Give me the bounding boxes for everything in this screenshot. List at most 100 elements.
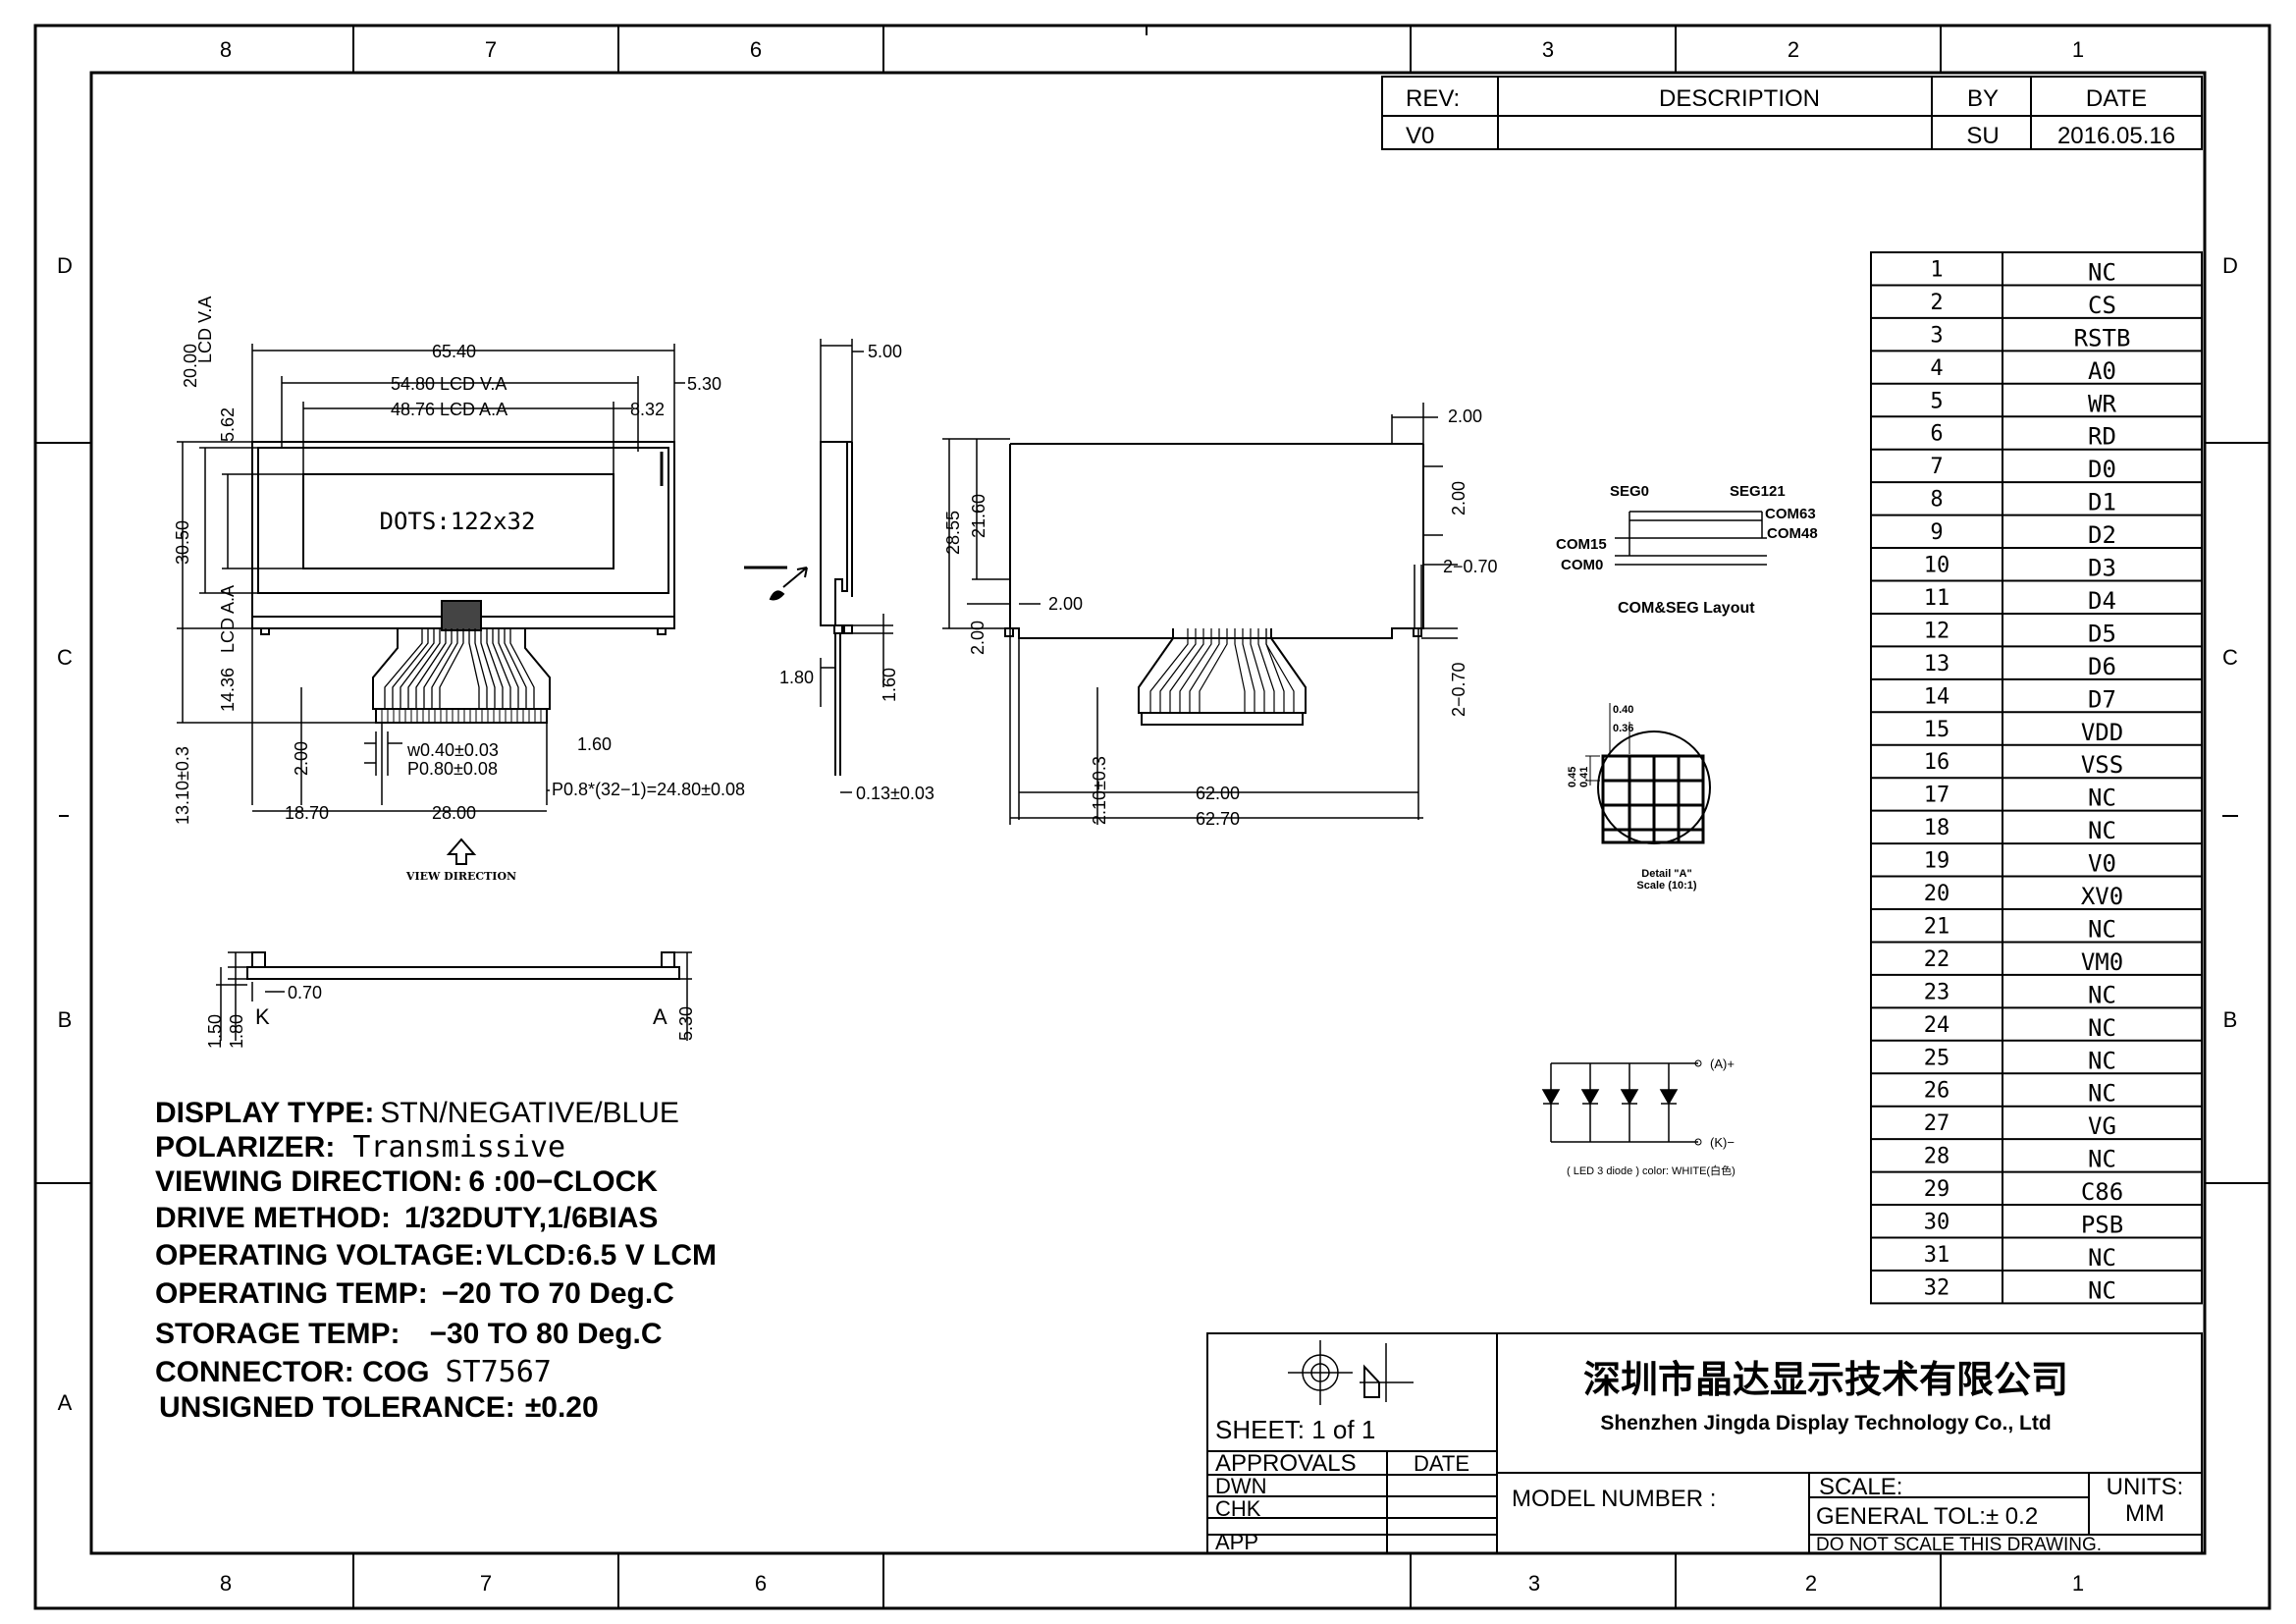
fpc-traces [384,628,535,709]
view-direction-arrow-icon [446,838,477,865]
pin-number: 23 [1924,980,1950,1004]
description-header: DESCRIPTION [1659,85,1820,112]
app-label: APP [1215,1530,1258,1554]
pin-number: 31 [1924,1243,1950,1268]
specifications: DISPLAY TYPE:STN/NEGATIVE/BLUE POLARIZER… [155,1097,717,1424]
dim-label: 62.00 [1196,784,1240,803]
dim-label: 0.40 [1613,704,1633,716]
approval-text: SHEET: 1 of 1 APPROVALS DATE DWN CHK APP [1215,1415,1469,1554]
approvals-label: APPROVALS [1215,1450,1357,1477]
dim-label: 5.00 [868,342,902,361]
pin-name: D0 [2088,456,2116,483]
anode-label: A [653,1004,667,1029]
dim-label: 65.40 [432,342,476,361]
row-label: C [57,645,73,670]
dots-label: DOTS:122x32 [380,508,536,535]
dim-label: 5.30 [687,374,721,394]
dim-label: 2.00 [1048,594,1083,614]
com-seg-layout: SEG0 SEG121 COM63 COM48 COM15 COM0 COM&S… [1556,483,1818,617]
dim-label: 1.80 [227,1014,246,1049]
dim-label: 21.60 [969,494,988,538]
col-label: 2 [1805,1571,1817,1596]
led-schematic: (A)+ (K)− ( LED 3 diode ) color: WHITE(白… [1541,1056,1735,1177]
pin-number: 30 [1924,1211,1950,1235]
pin-number: 22 [1924,947,1950,972]
cathode-label: K [255,1004,270,1029]
spec-line: OPERATING VOLTAGE:VLCD:6.5 V LCM [155,1239,717,1272]
rear-fpc-traces [1149,628,1295,713]
pin-number: 10 [1924,554,1950,578]
do-not-scale-note: DO NOT SCALE THIS DRAWING. [1816,1535,2102,1555]
pin-number: 6 [1930,422,1943,447]
sheet-label: SHEET: 1 of 1 [1215,1415,1375,1444]
pin-name: NC [2088,981,2116,1008]
col-label: 8 [220,37,232,62]
pin-name: XV0 [2081,883,2123,910]
row-label: B [58,1007,73,1032]
seg121-label: SEG121 [1730,483,1786,500]
pin-name: D1 [2088,489,2116,516]
date-value: 2016.05.16 [2057,123,2175,149]
dim-label: 5.30 [676,1006,696,1041]
pin-name: D6 [2088,653,2116,680]
pin-name: VG [2088,1112,2116,1140]
pin-number: 12 [1924,619,1950,643]
pin-name: RD [2088,423,2116,451]
dim-label: 0.45 [1567,767,1578,787]
pin-number: 4 [1930,356,1943,381]
by-header: BY [1967,85,1999,112]
front-view: DOTS:122x32 65.40 54.80 LCD V.A 48.76 LC… [173,297,745,883]
pin-row: 30 PSB [1924,1211,2123,1239]
pin-number: 5 [1930,389,1943,413]
detail-title: Detail "A" [1641,868,1691,880]
pin-name: RSTB [2074,324,2131,352]
pin-name: NC [2088,1080,2116,1108]
pin-name: D5 [2088,620,2116,647]
spec-line: OPERATING TEMP:−20 TO 70 Deg.C [155,1277,674,1310]
projection-symbol-icon [1288,1340,1414,1405]
detail-a: 0.40 0.36 0.45 0.41 Detail "A" Scale (10… [1567,703,1711,892]
dim-label: 48.76 LCD A.A [391,400,507,419]
pin-name: V0 [2088,850,2116,878]
dwn-label: DWN [1215,1474,1267,1498]
dim-label: 54.80 LCD V.A [391,374,507,394]
row-label: D [2222,253,2238,278]
spec-line: STORAGE TEMP:−30 TO 80 Deg.C [155,1318,663,1350]
dim-label: 1.50 [205,1014,225,1049]
pin-name: PSB [2081,1212,2123,1239]
pin-number: 18 [1924,816,1950,840]
dim-label: 30.50 [173,520,192,565]
pin-number: 29 [1924,1177,1950,1202]
row-label: D [57,253,73,278]
pin-number: 1 [1930,257,1943,282]
com15-label: COM15 [1556,536,1607,553]
pin-name: VSS [2081,751,2123,779]
dim-label: 2.00 [292,741,311,776]
col-label: 3 [1542,37,1554,62]
pin-row: 12 D5 [1924,619,2116,647]
pin-number: 15 [1924,718,1950,742]
row-label: C [2222,645,2238,670]
dim-label: 0.36 [1613,723,1633,734]
eye-icon [744,566,808,601]
col-label: 6 [755,1571,767,1596]
led-diode-icon [1541,1089,1679,1106]
row-label: A [58,1390,73,1415]
